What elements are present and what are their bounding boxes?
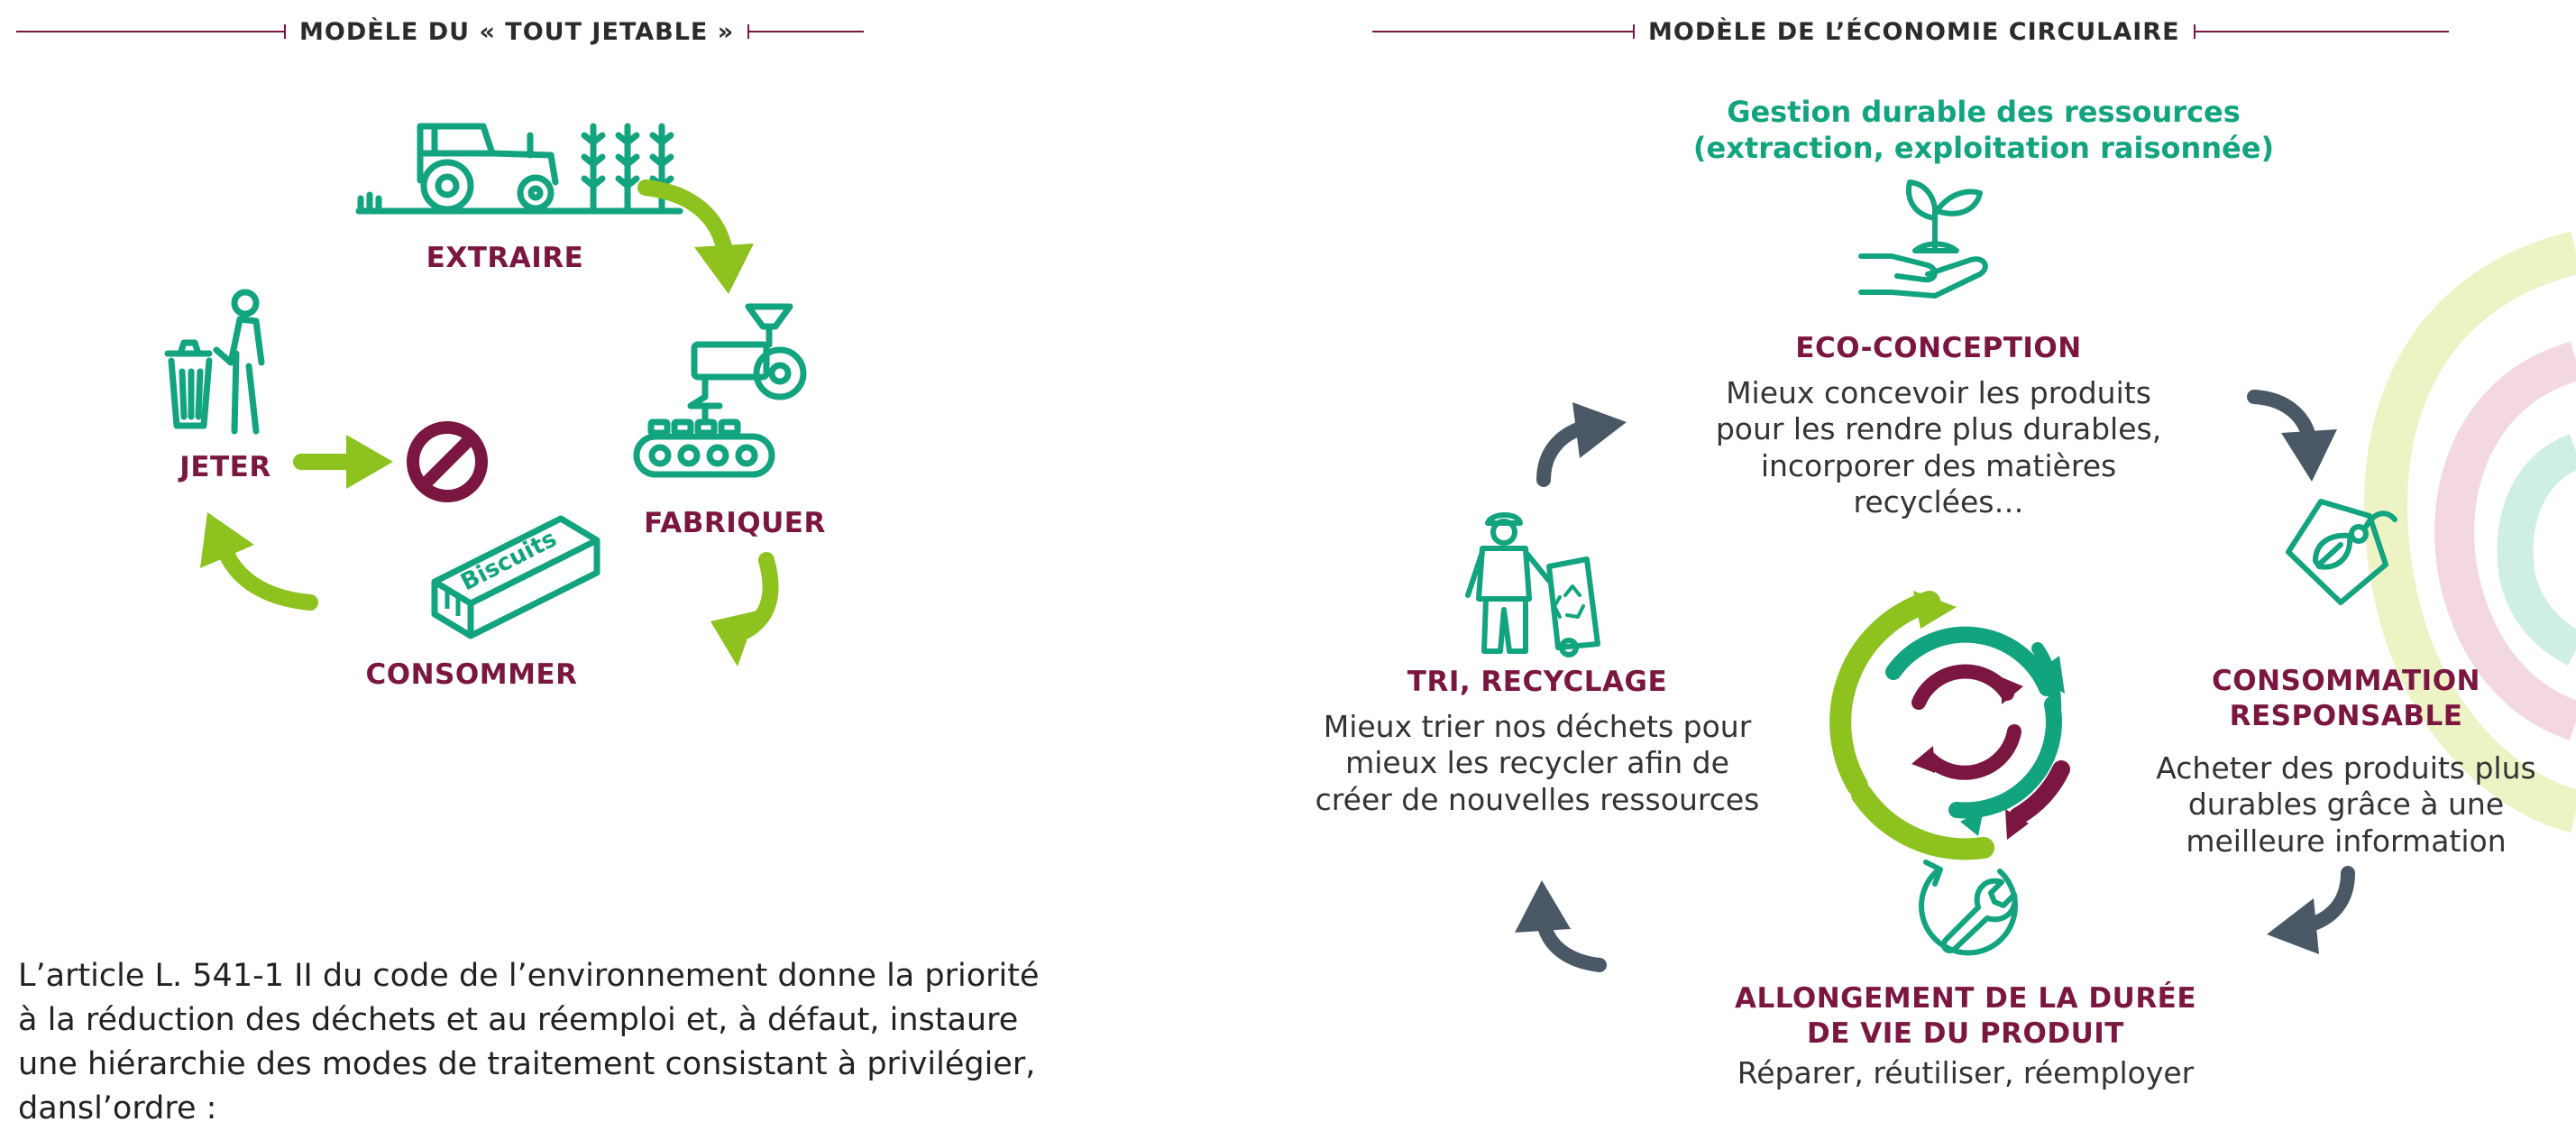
- arrow-consumption-to-lifespan: [2267, 866, 2355, 954]
- arrow-lifespan-to-recycling: [1515, 880, 1607, 972]
- hand-plant-icon: [1858, 179, 1988, 299]
- eco-line: incorporer des matières: [1760, 447, 2117, 483]
- consumption-line: Acheter des produits plus: [2156, 750, 2536, 786]
- eco-line: pour les rendre plus durables,: [1715, 411, 2162, 447]
- arrow-consume-to-throw: [200, 512, 318, 611]
- lifespan-text: Réparer, réutiliser, réemployer: [1695, 1055, 2236, 1091]
- consumption-title-line: CONSOMMATION: [2212, 665, 2480, 697]
- eco-design-text: Mieux concevoir les produits pour les re…: [1686, 375, 2191, 520]
- left-header-title: MODÈLE DU « TOUT JETABLE »: [299, 17, 735, 46]
- wrench-icon: [1919, 860, 2018, 956]
- right-header: MODÈLE DE L’ÉCONOMIE CIRCULAIRE: [1372, 11, 2449, 52]
- eco-line: Mieux concevoir les produits: [1726, 375, 2151, 410]
- recycling-text: Mieux trier nos déchets pour mieux les r…: [1298, 709, 1776, 818]
- header-rule: [1372, 24, 1635, 39]
- biscuit-package-icon: Biscuits: [431, 515, 600, 639]
- consumption-line: meilleure information: [2186, 823, 2507, 859]
- resource-management-text: Gestion durable des ressources (extracti…: [1668, 94, 2299, 166]
- left-header: MODÈLE DU « TOUT JETABLE »: [16, 11, 865, 52]
- step-make-label: FABRIQUER: [644, 507, 826, 539]
- recycling-worker-icon: [1465, 512, 1600, 657]
- tractor-icon: [355, 123, 683, 215]
- step-throw-label: JETER: [179, 451, 271, 483]
- forbidden-icon: [407, 421, 488, 502]
- consumption-line: durables grâce à une: [2187, 786, 2505, 823]
- lifespan-line: Réparer, réutiliser, réemployer: [1737, 1055, 2195, 1090]
- resource-line: Gestion durable des ressources: [1727, 95, 2241, 129]
- trash-person-icon: [164, 289, 265, 435]
- lifespan-title-line: DE VIE DU PRODUIT: [1807, 1016, 2124, 1050]
- paragraph-line: dansl’ordre :: [18, 1090, 217, 1126]
- paragraph-line: une hiérarchie des modes de traitement c…: [18, 1046, 1036, 1082]
- header-rule: [747, 24, 865, 39]
- arrow-throw-to-stop: [293, 435, 393, 489]
- responsible-consumption-title: CONSOMMATION RESPONSABLE: [2157, 664, 2535, 734]
- arrow-make-to-consume: [710, 552, 779, 667]
- consumption-title-line: RESPONSABLE: [2229, 699, 2463, 732]
- recycling-line: mieux les recycler afin de: [1345, 745, 1729, 781]
- eco-design-title: ECO-CONCEPTION: [1795, 332, 2082, 364]
- factory-machine-icon: [633, 303, 807, 478]
- eco-tag-icon: [2286, 499, 2397, 605]
- header-rule: [16, 24, 286, 39]
- circular-economy-cycle-icon: [1829, 591, 2070, 860]
- paragraph-line: à la réduction des déchets et au réemplo…: [18, 1002, 1019, 1038]
- eco-line: recyclées…: [1853, 483, 2024, 520]
- decorative-arcs: [2364, 231, 2576, 833]
- recycling-title: TRI, RECYCLAGE: [1407, 666, 1668, 698]
- lifespan-title-line: ALLONGEMENT DE LA DURÉE: [1734, 982, 2197, 1015]
- arrow-extract-to-make: [637, 179, 754, 294]
- responsible-consumption-text: Acheter des produits plus durables grâce…: [2121, 750, 2571, 860]
- arrow-eco-to-consumption: [2247, 390, 2337, 482]
- recycling-line: Mieux trier nos déchets pour: [1323, 709, 1752, 744]
- header-rule: [2193, 24, 2449, 39]
- step-consume-label: CONSOMMER: [365, 658, 578, 691]
- lifespan-title: ALLONGEMENT DE LA DURÉE DE VIE DU PRODUI…: [1704, 981, 2227, 1052]
- recycling-line: créer de nouvelles ressources: [1315, 781, 1760, 817]
- right-header-title: MODÈLE DE L’ÉCONOMIE CIRCULAIRE: [1648, 17, 2180, 46]
- legal-paragraph: L’article L. 541-1 II du code de l’envir…: [18, 954, 1154, 1131]
- step-extract-label: EXTRAIRE: [426, 242, 584, 274]
- resource-line: (extraction, exploitation raisonnée): [1692, 131, 2275, 165]
- arrow-recycling-to-eco: [1536, 402, 1627, 487]
- paragraph-line: L’article L. 541-1 II du code de l’envir…: [18, 958, 1040, 994]
